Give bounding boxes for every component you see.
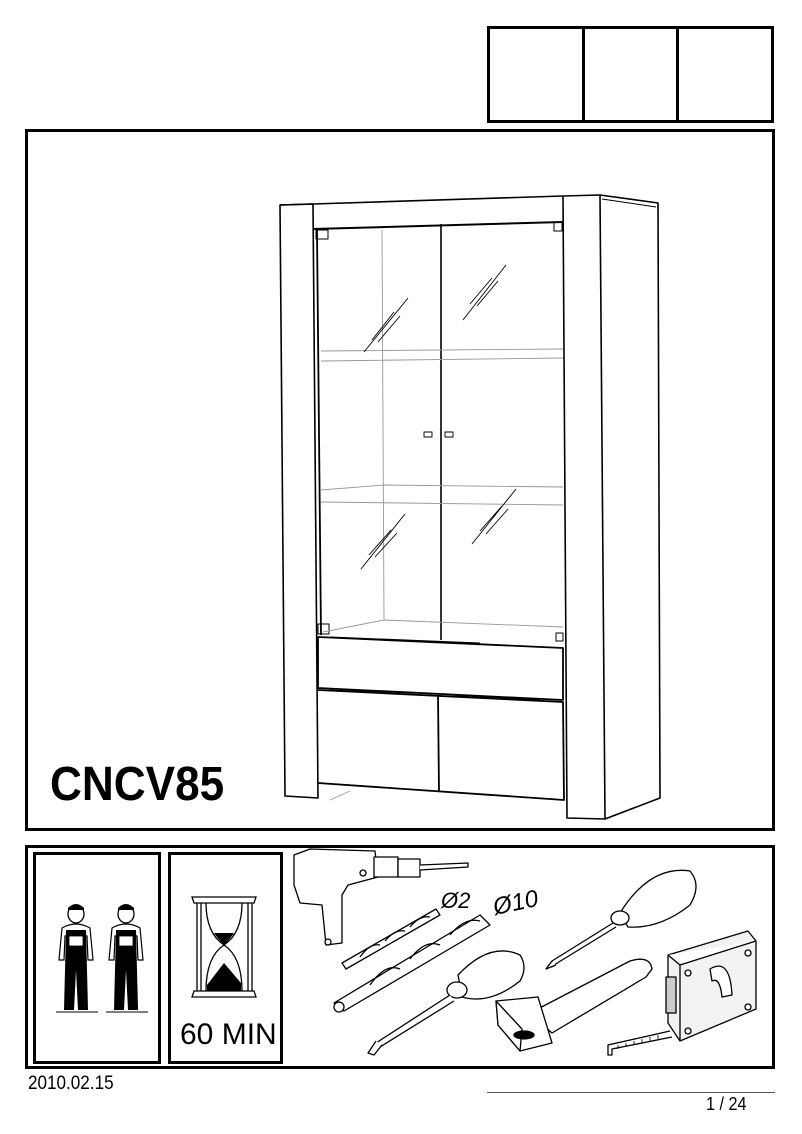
signature-box-2 (585, 29, 680, 120)
hammer-icon (495, 958, 653, 1052)
document-date: 2010.02.15 (28, 1073, 114, 1094)
svg-text:Ø10: Ø10 (490, 885, 542, 921)
time-box (168, 852, 283, 1064)
flat-screwdriver-icon (367, 950, 525, 1056)
tools-illustration: Ø2 Ø10 (293, 848, 757, 1056)
two-workers-icon (56, 904, 148, 1013)
model-code: CNCV85 (50, 758, 225, 811)
signature-boxes (487, 26, 774, 123)
persons-box (33, 852, 161, 1064)
phillips-screwdriver-icon (545, 869, 697, 970)
hourglass-icon (191, 896, 257, 998)
svg-text:Ø2: Ø2 (440, 888, 470, 913)
drill-bit-icon (341, 908, 441, 970)
signature-box-1 (490, 29, 585, 120)
drill-bit-icon (333, 914, 491, 1013)
drill-icon (293, 848, 469, 946)
page-number: 1 / 24 (706, 1094, 747, 1114)
product-frame (25, 129, 775, 831)
requirements-frame (25, 845, 775, 1069)
assembly-time: 60 MIN (180, 1018, 277, 1051)
tape-measure-icon (607, 930, 757, 1056)
footer-divider (487, 1092, 775, 1093)
